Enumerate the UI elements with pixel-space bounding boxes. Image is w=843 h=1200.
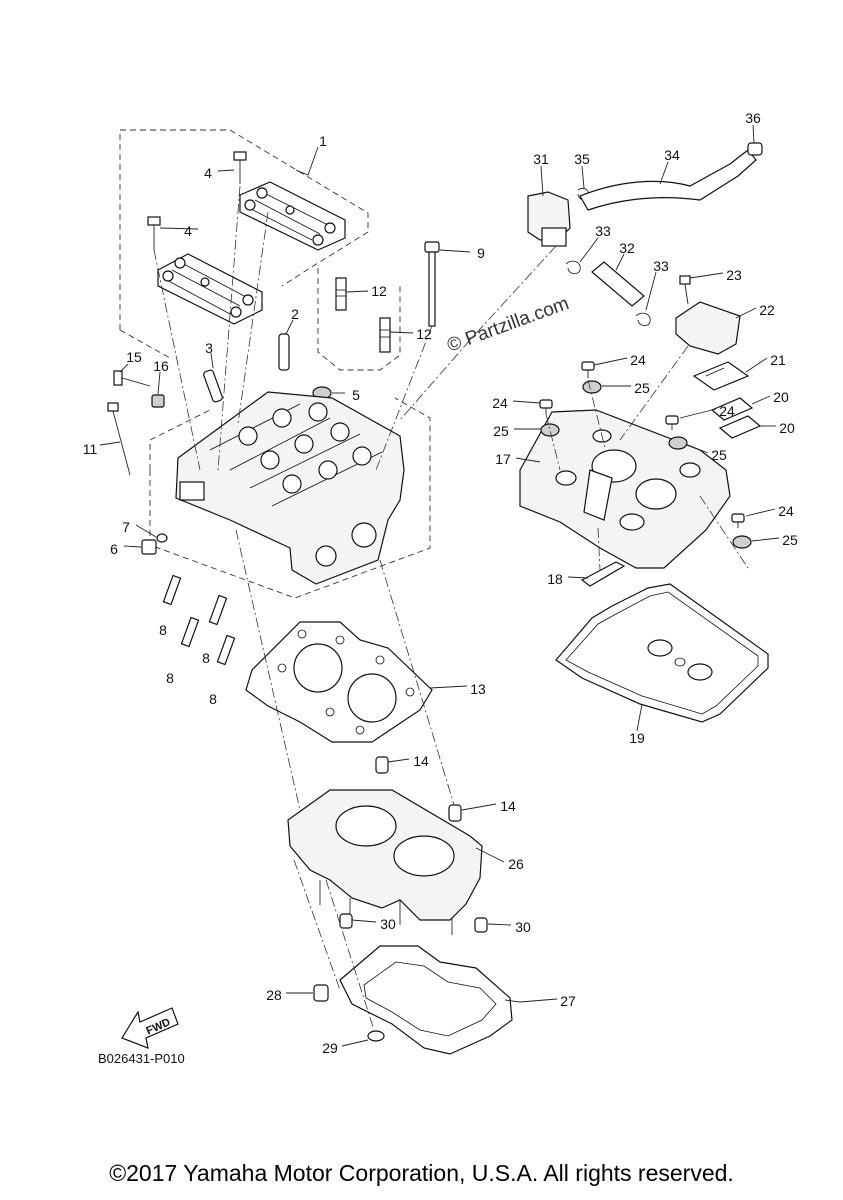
callout-33: 33 bbox=[653, 258, 669, 274]
callout-12: 12 bbox=[416, 326, 432, 342]
dowel-14-b bbox=[448, 804, 462, 822]
callout-22: 22 bbox=[759, 302, 775, 318]
watermark-text: © Partzilla.com bbox=[444, 293, 571, 357]
callout-17: 17 bbox=[495, 451, 511, 467]
cover-gasket-19 bbox=[555, 583, 769, 723]
callout-9: 9 bbox=[477, 245, 485, 261]
callout-24: 24 bbox=[492, 395, 508, 411]
callout-35: 35 bbox=[574, 151, 590, 167]
callout-3: 3 bbox=[205, 340, 213, 356]
callout-27: 27 bbox=[560, 993, 576, 1009]
bolt-15 bbox=[113, 370, 151, 387]
callout-16: 16 bbox=[153, 358, 169, 374]
spark-plug-12-right bbox=[379, 317, 391, 353]
callout-18: 18 bbox=[547, 571, 563, 587]
callout-15: 15 bbox=[126, 349, 142, 365]
callout-7: 7 bbox=[122, 519, 130, 535]
callout-8: 8 bbox=[202, 650, 210, 666]
callout-25: 25 bbox=[782, 532, 798, 548]
diagram-code: B026431-P010 bbox=[98, 1051, 185, 1066]
callout-36: 36 bbox=[745, 110, 761, 126]
callout-24: 24 bbox=[719, 403, 735, 419]
bolt-23 bbox=[679, 275, 691, 305]
callout-29: 29 bbox=[322, 1040, 338, 1056]
callout-32: 32 bbox=[619, 240, 635, 256]
bolt-6 bbox=[141, 539, 157, 555]
stud-bolts-8 bbox=[162, 574, 236, 666]
callout-8: 8 bbox=[159, 622, 167, 638]
callout-21: 21 bbox=[770, 352, 786, 368]
cylinder-head bbox=[175, 391, 405, 585]
callout-1: 1 bbox=[319, 133, 327, 149]
callout-6: 6 bbox=[110, 541, 118, 557]
callout-14: 14 bbox=[413, 753, 429, 769]
callout-30: 30 bbox=[515, 919, 531, 935]
dowel-14-a bbox=[375, 756, 389, 774]
bolt-4-lower bbox=[147, 216, 161, 250]
dowel-30-b bbox=[474, 917, 488, 933]
cylinder-block-26 bbox=[287, 789, 483, 935]
hose-34 bbox=[579, 149, 757, 211]
spark-plug-12-left bbox=[335, 277, 347, 311]
reed-plate-21 bbox=[692, 361, 750, 391]
callout-30: 30 bbox=[380, 916, 396, 932]
callout-2: 2 bbox=[291, 306, 299, 322]
callout-8: 8 bbox=[166, 670, 174, 686]
callout-25: 25 bbox=[711, 447, 727, 463]
bracket-18 bbox=[580, 561, 626, 587]
plug-16 bbox=[151, 394, 165, 408]
callout-28: 28 bbox=[266, 987, 282, 1003]
pipe-32 bbox=[591, 261, 645, 307]
o-ring-29 bbox=[367, 1030, 385, 1042]
camshaft-cap-lower bbox=[157, 253, 263, 325]
callout-11: 11 bbox=[83, 441, 98, 457]
reed-valve-cover-22 bbox=[675, 301, 741, 355]
callout-31: 31 bbox=[533, 151, 549, 167]
bolt-4-upper bbox=[233, 151, 247, 184]
dowel-28 bbox=[313, 984, 329, 1002]
callout-23: 23 bbox=[726, 267, 742, 283]
head-gasket-13 bbox=[245, 621, 433, 743]
group-outline-cylinder-head bbox=[149, 397, 431, 599]
bolt-11 bbox=[107, 402, 131, 476]
camshaft-cap-upper bbox=[239, 181, 346, 251]
callout-4: 4 bbox=[204, 165, 212, 181]
leader-lines bbox=[99, 124, 780, 1047]
bolts-24 bbox=[539, 361, 745, 528]
callout-13: 13 bbox=[470, 681, 486, 697]
valve-guide-3 bbox=[203, 369, 223, 403]
callout-20: 20 bbox=[773, 389, 789, 405]
callout-4: 4 bbox=[184, 223, 192, 239]
washers-25 bbox=[540, 380, 752, 549]
callout-26: 26 bbox=[508, 856, 524, 872]
hose-cap-36 bbox=[747, 142, 763, 156]
assembly-guide-lines bbox=[153, 185, 749, 1031]
callout-24: 24 bbox=[778, 503, 794, 519]
callout-25: 25 bbox=[634, 380, 650, 396]
callout-12: 12 bbox=[371, 283, 387, 299]
group-outline-spark-plugs bbox=[317, 268, 401, 371]
washer-7 bbox=[156, 533, 168, 543]
callout-25: 25 bbox=[493, 423, 509, 439]
dowel-30-a bbox=[339, 913, 353, 929]
callout-14: 14 bbox=[500, 798, 516, 814]
fwd-arrow-icon: FWD bbox=[121, 1007, 179, 1049]
head-bolt-9 bbox=[424, 241, 440, 327]
copyright-notice: ©2017 Yamaha Motor Corporation, U.S.A. A… bbox=[109, 1160, 734, 1186]
clips-33 bbox=[565, 260, 651, 326]
base-gasket-27 bbox=[339, 945, 513, 1055]
callout-8: 8 bbox=[209, 691, 217, 707]
callout-33: 33 bbox=[595, 223, 611, 239]
callout-20: 20 bbox=[779, 420, 795, 436]
callout-19: 19 bbox=[629, 730, 645, 746]
group-outline-camshaft-caps bbox=[119, 129, 369, 359]
callout-34: 34 bbox=[664, 147, 680, 163]
callout-5: 5 bbox=[352, 387, 360, 403]
callout-24: 24 bbox=[630, 352, 646, 368]
valve-guide-2 bbox=[278, 333, 290, 371]
air-cut-valve-31 bbox=[527, 191, 571, 247]
